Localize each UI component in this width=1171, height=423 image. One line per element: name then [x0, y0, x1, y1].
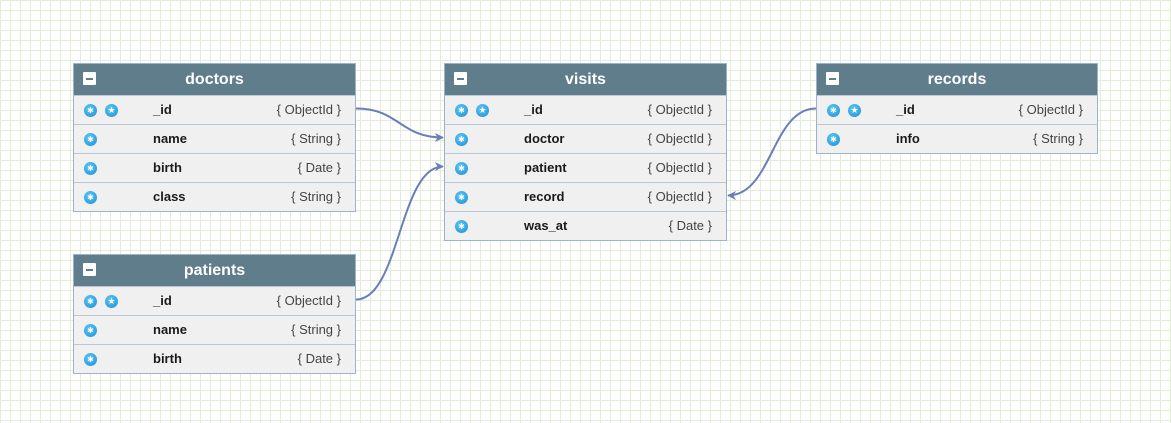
field-name: name [153, 322, 187, 337]
field-type: { ObjectId } [647, 102, 712, 117]
field-name: birth [153, 160, 182, 175]
entity-title: doctors [185, 71, 244, 88]
field-row-name[interactable]: name { String } [74, 124, 355, 153]
field-row-info[interactable]: info { String } [817, 124, 1097, 153]
field-type: { ObjectId } [276, 102, 341, 117]
entity-visits[interactable]: visits_id{ ObjectId }doctor{ ObjectId }p… [444, 63, 727, 241]
field-key-icon [84, 133, 97, 146]
field-row-was-at[interactable]: was_at { Date } [445, 211, 726, 240]
field-type: { ObjectId } [647, 189, 712, 204]
entity-header[interactable]: doctors [74, 64, 355, 95]
field-type: { ObjectId } [647, 131, 712, 146]
field-type: { ObjectId } [276, 293, 341, 308]
collapse-icon[interactable] [454, 72, 467, 85]
field-name: class [153, 189, 186, 204]
primary-key-icon [105, 104, 118, 117]
field-key-icon [455, 162, 468, 175]
field-row-name[interactable]: name { String } [74, 315, 355, 344]
field-name: info [896, 131, 920, 146]
field-name: was_at [524, 218, 568, 233]
entity-doctors[interactable]: doctors _id { ObjectId } name { String } birt… [73, 63, 356, 212]
field-name: _id [153, 293, 172, 308]
entity-title: records [927, 71, 987, 88]
field-row-id[interactable]: _id { ObjectId } [74, 95, 355, 124]
field-row-id[interactable]: _id { ObjectId } [817, 95, 1097, 124]
field-name: _id [524, 102, 543, 117]
primary-key-icon [476, 104, 489, 117]
field-key-icon [84, 295, 97, 308]
field-row-record[interactable]: record { ObjectId } [445, 182, 726, 211]
field-name: _id [153, 102, 172, 117]
field-row-birth[interactable]: birth { Date } [74, 153, 355, 182]
collapse-icon[interactable] [83, 263, 96, 276]
field-type: { String } [291, 189, 341, 204]
entity-title: patients [183, 262, 246, 279]
field-key-icon [455, 191, 468, 204]
field-type: { ObjectId } [1018, 102, 1083, 117]
field-row-id[interactable]: _id { ObjectId } [445, 95, 726, 124]
field-key-icon [84, 324, 97, 337]
field-key-icon [827, 104, 840, 117]
field-key-icon [827, 133, 840, 146]
field-row-id[interactable]: _id { ObjectId } [74, 286, 355, 315]
field-type: { ObjectId } [647, 160, 712, 175]
entity-header[interactable]: records [817, 64, 1097, 95]
field-name: doctor [524, 131, 565, 146]
field-name: record [524, 189, 565, 204]
field-type: { Date } [297, 160, 341, 175]
field-key-icon [84, 162, 97, 175]
primary-key-icon [105, 295, 118, 308]
field-key-icon [84, 191, 97, 204]
field-key-icon [455, 104, 468, 117]
entity-header[interactable]: visits [445, 64, 726, 95]
field-key-icon [84, 104, 97, 117]
field-name: _id [896, 102, 915, 117]
field-type: { String } [291, 131, 341, 146]
field-row-birth[interactable]: birth { Date } [74, 344, 355, 373]
primary-key-icon [848, 104, 861, 117]
field-name: name [153, 131, 187, 146]
entity-records[interactable]: records _id { ObjectId } info { String } [816, 63, 1098, 154]
field-type: { Date } [668, 218, 712, 233]
entity-title: visits [565, 71, 606, 88]
field-type: { String } [1033, 131, 1083, 146]
entity-patients[interactable]: patients _id { ObjectId } name { String } bir… [73, 254, 356, 374]
field-row-doctor[interactable]: doctor { ObjectId } [445, 124, 726, 153]
field-name: patient [524, 160, 567, 175]
field-key-icon [84, 353, 97, 366]
field-row-patient[interactable]: patient { ObjectId } [445, 153, 726, 182]
field-name: birth [153, 351, 182, 366]
field-key-icon [455, 220, 468, 233]
field-key-icon [455, 133, 468, 146]
collapse-icon[interactable] [83, 72, 96, 85]
field-row-class[interactable]: class { String } [74, 182, 355, 211]
entity-header[interactable]: patients [74, 255, 355, 286]
collapse-icon[interactable] [826, 72, 839, 85]
field-type: { Date } [297, 351, 341, 366]
field-type: { String } [291, 322, 341, 337]
